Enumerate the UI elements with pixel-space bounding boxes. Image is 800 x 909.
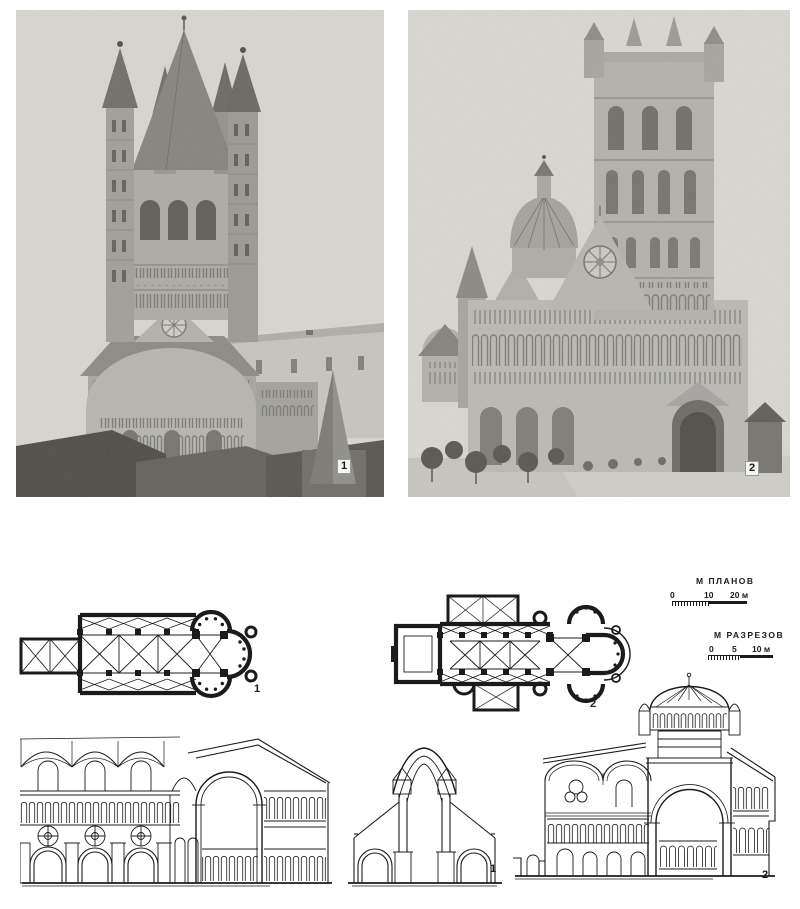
plan-1-number: 1: [254, 683, 261, 695]
church-photo-1-image: [16, 10, 384, 497]
scale-sections-bar: [708, 655, 773, 660]
transverse-section-1: [348, 747, 502, 887]
section-1-number: 1: [490, 863, 497, 875]
scale-sections-tick-0: 0: [709, 644, 714, 654]
scale-plans-tick-20: 20 м: [730, 590, 749, 600]
longitudinal-section-1: [20, 736, 332, 887]
floor-plan-2: [391, 594, 631, 712]
scale-plans-tick-10: 10: [704, 590, 714, 600]
plan-2-number: 2: [590, 698, 597, 710]
photo-1-number: 1: [338, 460, 351, 473]
floor-plan-1: [19, 609, 258, 699]
photo-2-number: 2: [746, 462, 759, 475]
scale-sections-title: М РАЗРЕЗОВ: [714, 630, 785, 640]
longitudinal-section-2: [513, 672, 776, 880]
church-photo-1: 1: [16, 10, 384, 497]
scale-bar-sections: М РАЗРЕЗОВ 0 5 10 м: [700, 630, 800, 662]
church-photo-2: 2: [408, 10, 790, 497]
scale-bar-plans: М ПЛАНОВ 0 10 20 м: [650, 576, 760, 608]
scale-plans-title: М ПЛАНОВ: [696, 576, 755, 586]
scale-plans-bar: [672, 601, 747, 606]
scale-sections-tick-10: 10 м: [752, 644, 771, 654]
section-2-number: 2: [762, 869, 769, 881]
scale-sections-tick-5: 5: [732, 644, 737, 654]
church-photo-2-image: [408, 10, 790, 497]
scale-plans-tick-0: 0: [670, 590, 675, 600]
